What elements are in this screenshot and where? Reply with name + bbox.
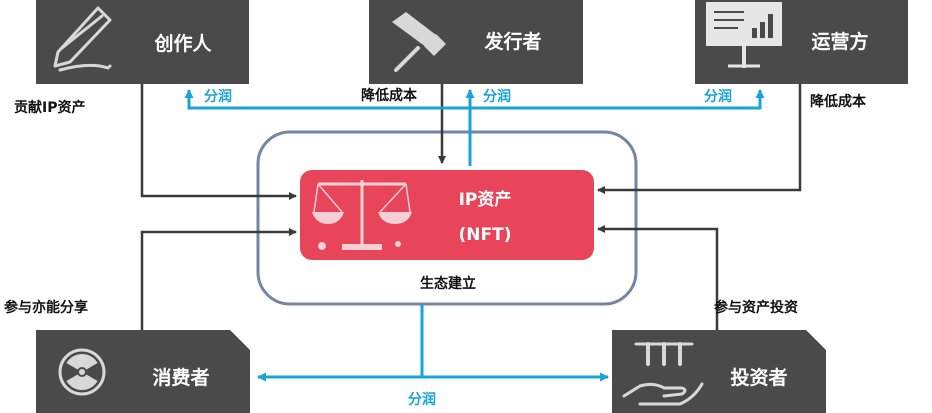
operator-node: 运营方 [695, 0, 908, 84]
creator-to-nft-arrow [140, 84, 297, 200]
publisher-label: 发行者 [483, 30, 541, 53]
investor-invest-label: 参与资产投资 [714, 299, 798, 316]
creator-dividend-label: 分润 [204, 88, 232, 105]
operator-reduce-cost-label: 降低成本 [810, 93, 867, 110]
consumer-label: 消费者 [152, 366, 209, 389]
creator-node: 创作人 [36, 0, 249, 84]
balance-scale-icon [312, 180, 412, 250]
operator-dividend-label: 分润 [704, 88, 732, 105]
radiation-icon [58, 348, 106, 396]
publisher-node: 发行者 [369, 0, 583, 84]
operator-to-nft-arrow [597, 84, 802, 194]
investor-node: 投资者 [612, 330, 826, 413]
bottom-dividend-label: 分润 [408, 391, 436, 408]
consumer-share-label: 参与亦能分享 [4, 299, 88, 316]
consumer-to-nft-arrow [140, 228, 297, 330]
hand-with-vials-icon [622, 342, 704, 406]
contribute-ip-label: 贡献IP资产 [14, 99, 85, 116]
ecosystem-border [256, 130, 638, 306]
nft-subtitle: (NFT) [459, 225, 512, 245]
consumer-node: 消费者 [36, 330, 250, 413]
dividend-to-operator-arrow [470, 89, 765, 110]
pencil-icon [53, 6, 112, 72]
publisher-dividend-label: 分润 [483, 88, 511, 105]
ecosystem-label: 生态建立 [420, 275, 476, 292]
presentation-board-icon [706, 2, 782, 68]
nft-block: IP资产 (NFT) [300, 170, 594, 260]
nft-title: IP资产 [459, 189, 512, 210]
dividend-to-creator-arrow [184, 89, 470, 110]
creator-label: 创作人 [153, 32, 212, 55]
investor-to-nft-arrow [597, 225, 719, 330]
publisher-reduce-cost-label: 降低成本 [361, 87, 418, 104]
investor-label: 投资者 [730, 366, 787, 389]
operator-label: 运营方 [811, 30, 868, 53]
pushpin-icon [392, 12, 446, 72]
